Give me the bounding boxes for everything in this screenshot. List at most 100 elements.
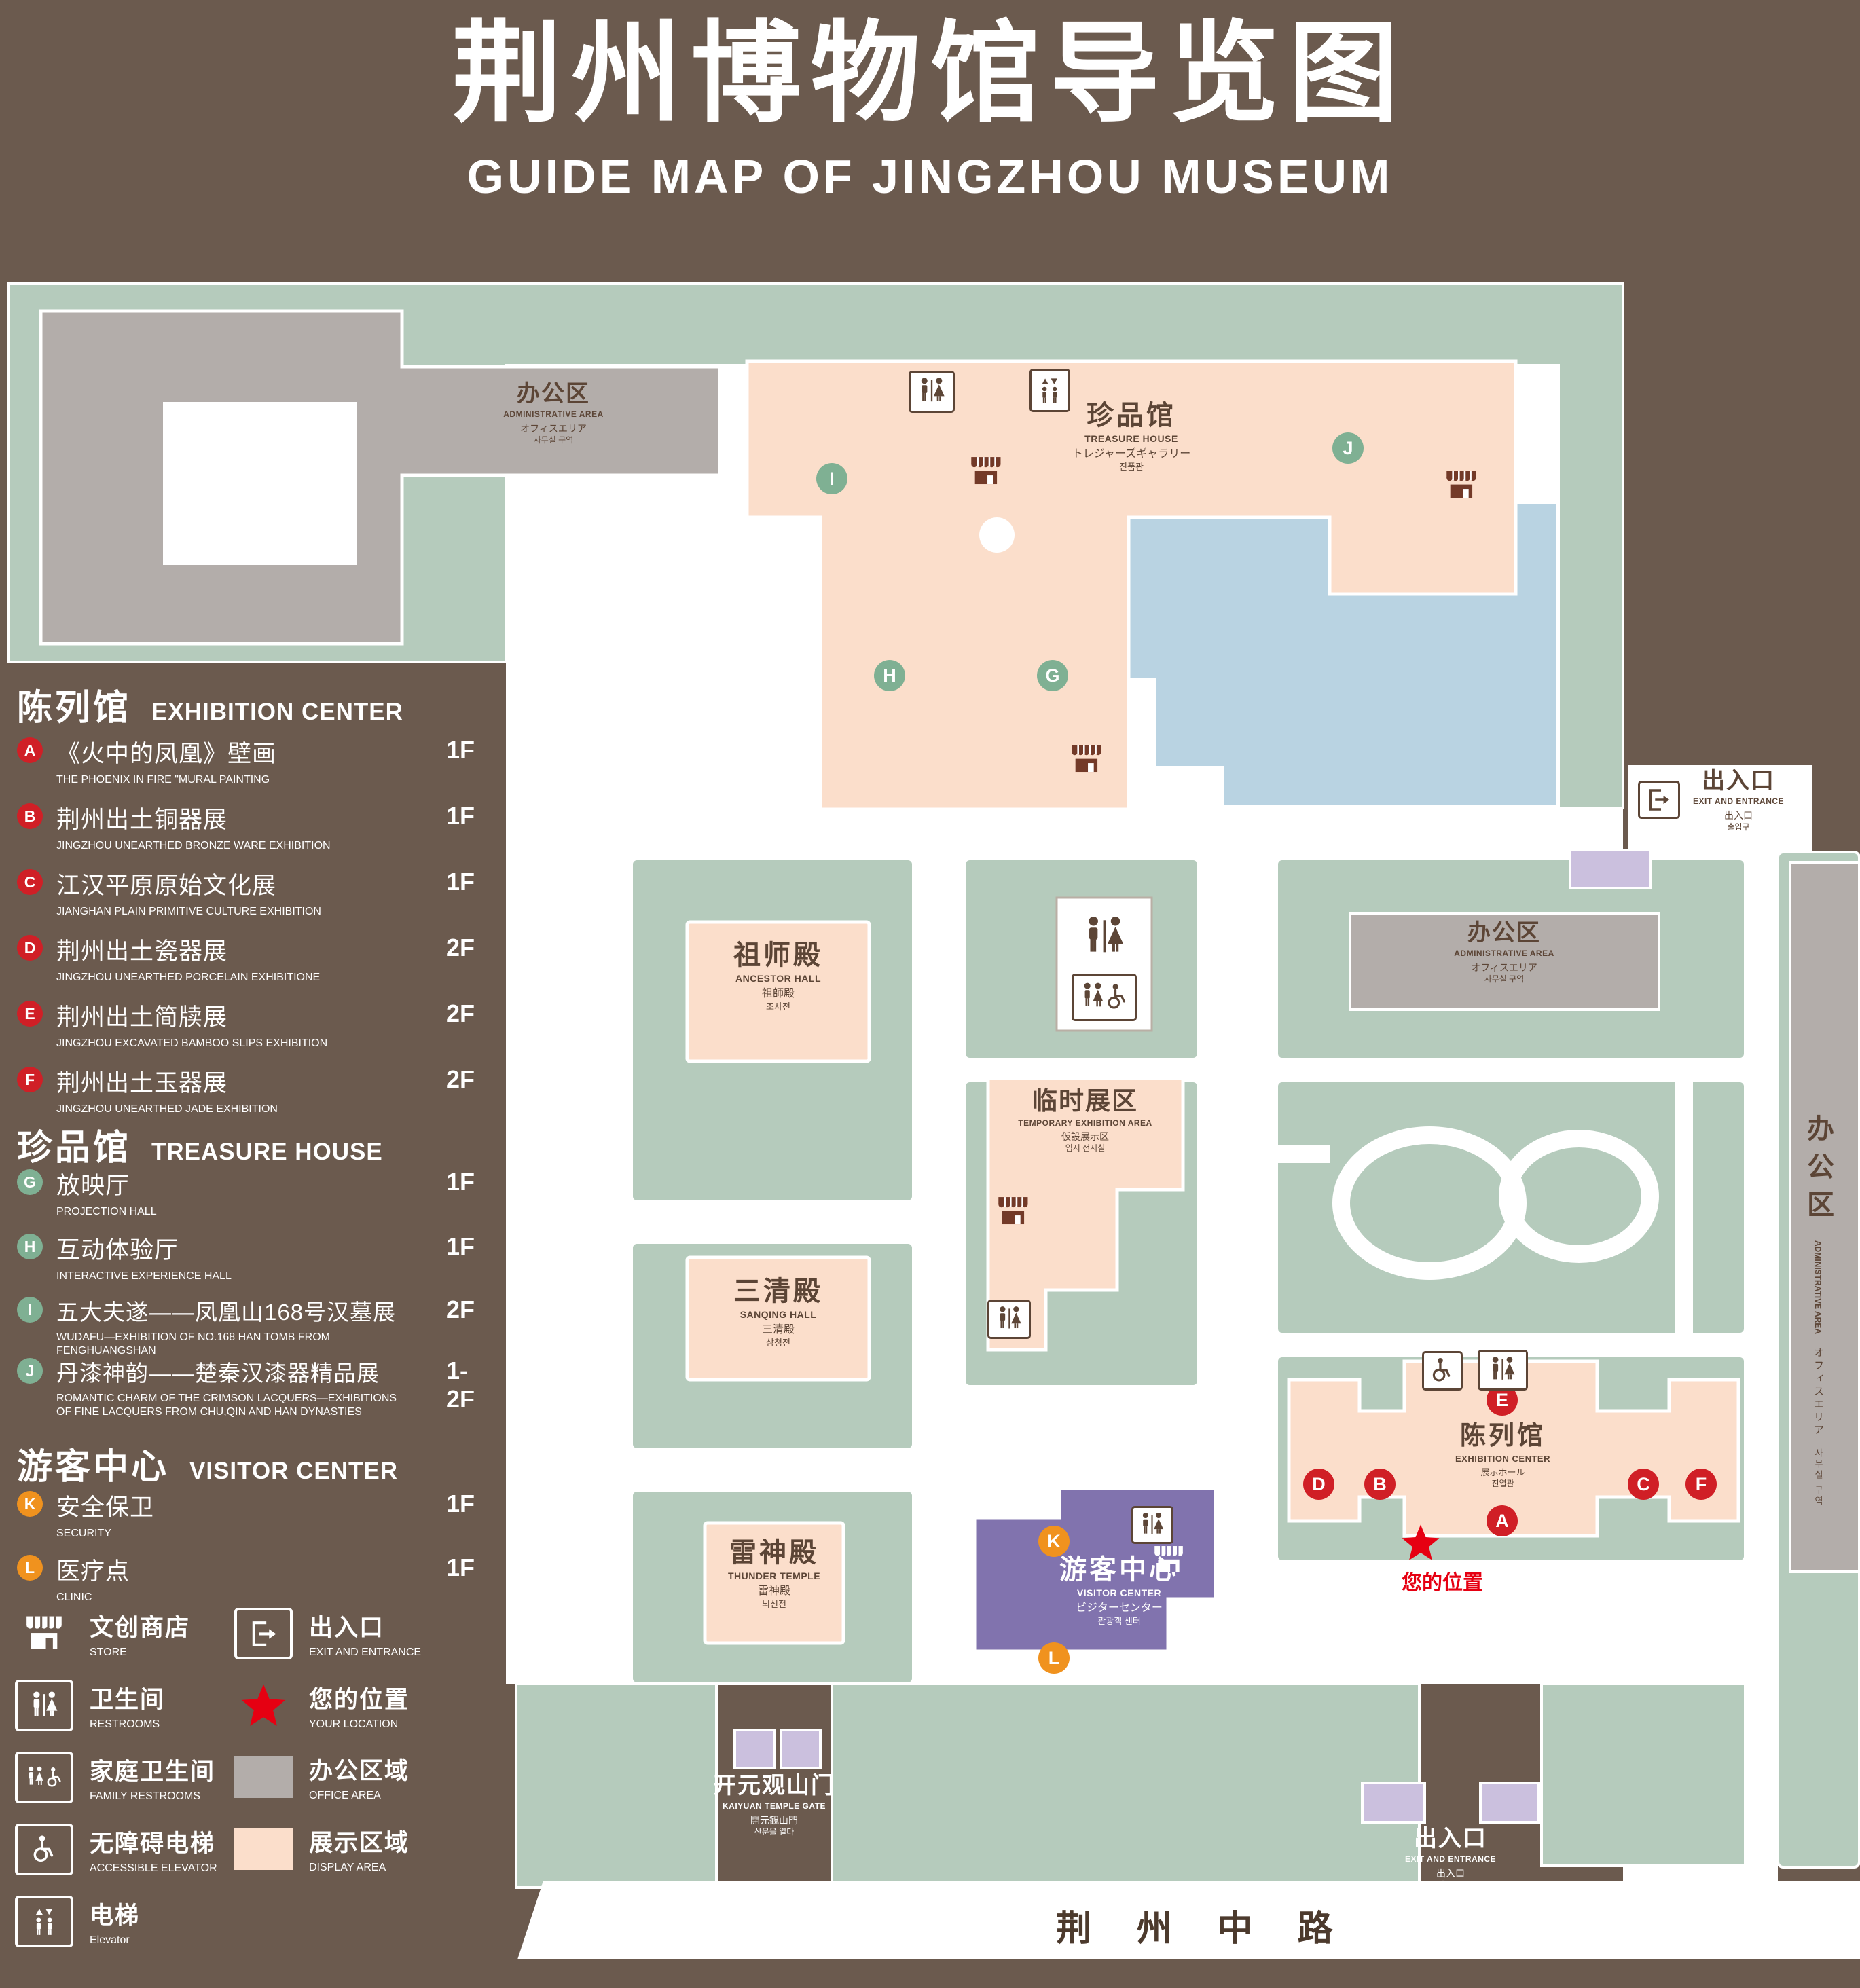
elevator-icon [15, 1896, 73, 1947]
list-item-B: B 荆州出土铜器展 JINGZHOU UNEARTHED BRONZE WARE… [17, 800, 496, 853]
building-ancestor-hall [685, 920, 871, 1063]
building-sanqing-hall [685, 1255, 871, 1382]
floor-label: 1F [446, 1168, 475, 1196]
map-label-exit-s: 出入口 EXIT AND ENTRANCE 出入口 출입구 [1404, 1826, 1497, 1890]
marker-badge: A [17, 737, 43, 763]
floor-label: 1F [446, 1490, 475, 1517]
store-icon [964, 454, 1008, 490]
building-temporary-exhibition [986, 1076, 1185, 1352]
marker-badge: I [17, 1297, 43, 1323]
map-label-thunder-temple: 雷神殿 THUNDER TEMPLE 雷神殿 뇌신전 [727, 1538, 821, 1609]
marker-badge: F [17, 1067, 43, 1092]
page-title: 荆州博物馆导览图 GUIDE MAP OF JINGZHOU MUSEUM [0, 16, 1860, 204]
map-marker-B: B [1364, 1469, 1396, 1500]
list-item-I: I 五大夫遂——凤凰山168号汉墓展 WUDAFU—EXHIBITION OF … [17, 1294, 496, 1358]
zone-band-right [1540, 1682, 1747, 1867]
store-icon [15, 1608, 73, 1659]
treasure-house-round-feature [979, 517, 1015, 553]
exit-icon [234, 1608, 293, 1659]
display-area-swatch [234, 1828, 293, 1870]
marker-badge: J [17, 1358, 43, 1384]
store-icon [1148, 1543, 1190, 1578]
list-item-D: D 荆州出土瓷器展 JINGZHOU UNEARTHED PORCELAIN E… [17, 932, 496, 984]
map-marker-D: D [1303, 1469, 1334, 1500]
list-item-J: J 丹漆神韵——楚秦汉漆器精品展 ROMANTIC CHARM OF THE C… [17, 1355, 496, 1419]
map-label-exit-ne: 出入口 EXIT AND ENTRANCE 出入口 출입구 [1692, 768, 1785, 832]
map-marker-A: A [1487, 1505, 1518, 1536]
list-item-H: H 互动体验厅 INTERACTIVE EXPERIENCE HALL 1F [17, 1231, 496, 1283]
restroom-icon [1068, 908, 1141, 965]
floor-label: 1F [446, 1553, 475, 1581]
title-english: GUIDE MAP OF JINGZHOU MUSEUM [467, 150, 1393, 204]
exit-s-block-right [1479, 1782, 1540, 1824]
marker-badge: L [17, 1555, 43, 1581]
map-label-ancestor-hall: 祖师殿 ANCESTOR HALL 祖師殿 조사전 [733, 940, 823, 1012]
title-chinese: 荆州博物馆导览图 [452, 12, 1408, 135]
section-header-visitor-center: 游客中心 VISITOR CENTER [17, 1448, 399, 1487]
building-treasure-house [745, 359, 1518, 811]
map-marker-L: L [1038, 1642, 1070, 1674]
map-label-admin-nw: 办公区 ADMINISTRATIVE AREA オフィスエリア 사무실 구역 [503, 381, 604, 445]
office-area-swatch [234, 1756, 293, 1798]
building-admin-mid [1349, 912, 1660, 1011]
marker-badge: D [17, 935, 43, 961]
zone-band-left [515, 1682, 718, 1889]
map-marker-I: I [816, 463, 847, 494]
exit-icon [1638, 781, 1680, 819]
map-label-visitor-center: 游客中心 VISITOR CENTER ビジターセンター 관광객 센터 [1059, 1555, 1179, 1626]
map-label-gate: 开元观山门 KAIYUAN TEMPLE GATE 開元観山門 산문을 열다 [713, 1773, 835, 1837]
floor-label: 2F [446, 999, 475, 1027]
section-header-exhibition-center: 陈列馆 EXHIBITION CENTER [17, 688, 403, 728]
garden-path-loop-1 [1332, 1126, 1527, 1280]
family-restroom-icon [15, 1752, 73, 1803]
floor-label: 1F [446, 802, 475, 830]
exit-s-block-left [1361, 1782, 1426, 1824]
accessible-elevator-icon [15, 1824, 73, 1875]
map-label-exhibition-center: 陈列馆 EXHIBITION CENTER 展示ホール 진열관 [1455, 1422, 1550, 1489]
your-location-star-icon [1401, 1524, 1440, 1562]
map-label-admin-right: 办公区 ADMINISTRATIVE AREA オフィスエリア 사무실 구역 [1803, 1113, 1833, 1507]
map-marker-G: G [1037, 660, 1068, 691]
admin-nw-courtyard [163, 402, 357, 565]
building-admin-right [1789, 861, 1860, 1573]
floor-label: 1F [446, 868, 475, 896]
map-marker-C: C [1628, 1469, 1659, 1500]
store-icon [991, 1194, 1035, 1230]
marker-badge: H [17, 1234, 43, 1259]
list-item-A: A 《火中的凤凰》壁画 THE PHOENIX IN FIRE "MURAL P… [17, 735, 496, 787]
map-label-admin-mid: 办公区 ADMINISTRATIVE AREA オフィスエリア 사무실 구역 [1454, 920, 1554, 984]
store-icon [1065, 741, 1108, 778]
exit-ne-block [1569, 849, 1652, 889]
restroom-icon [15, 1680, 73, 1731]
map-label-road: 荆 州 中 路 [1056, 1909, 1351, 1949]
accessible-elevator-icon [1422, 1351, 1463, 1391]
floor-label: 1F [446, 1232, 475, 1260]
floor-label: 2F [446, 1295, 475, 1323]
your-location-star-icon [234, 1680, 293, 1731]
building-thunder-temple [703, 1521, 845, 1645]
list-item-E: E 荆州出土简牍展 JINGZHOU EXCAVATED BAMBOO SLIP… [17, 998, 496, 1050]
list-item-G: G 放映厅 PROJECTION HALL 1F [17, 1166, 496, 1219]
gate-block-left [733, 1729, 776, 1769]
list-item-K: K 安全保卫 SECURITY 1F [17, 1488, 496, 1541]
your-location-text: 您的位置 [1402, 1572, 1483, 1594]
marker-badge: G [17, 1169, 43, 1195]
zone-band-middle [831, 1682, 1421, 1889]
map-marker-H: H [874, 660, 905, 691]
marker-badge: K [17, 1491, 43, 1517]
restroom-icon [909, 371, 955, 413]
gate-block-right [780, 1729, 822, 1769]
list-item-F: F 荆州出土玉器展 JINGZHOU UNEARTHED JADE EXHIBI… [17, 1064, 496, 1116]
map-label-temporary: 临时展区 TEMPORARY EXHIBITION AREA 仮設展示区 임시 … [1018, 1087, 1152, 1154]
section-header-treasure-house: 珍品馆 TREASURE HOUSE [17, 1128, 383, 1168]
road [517, 1881, 1860, 1959]
list-item-L: L 医疗点 CLINIC 1F [17, 1552, 496, 1604]
